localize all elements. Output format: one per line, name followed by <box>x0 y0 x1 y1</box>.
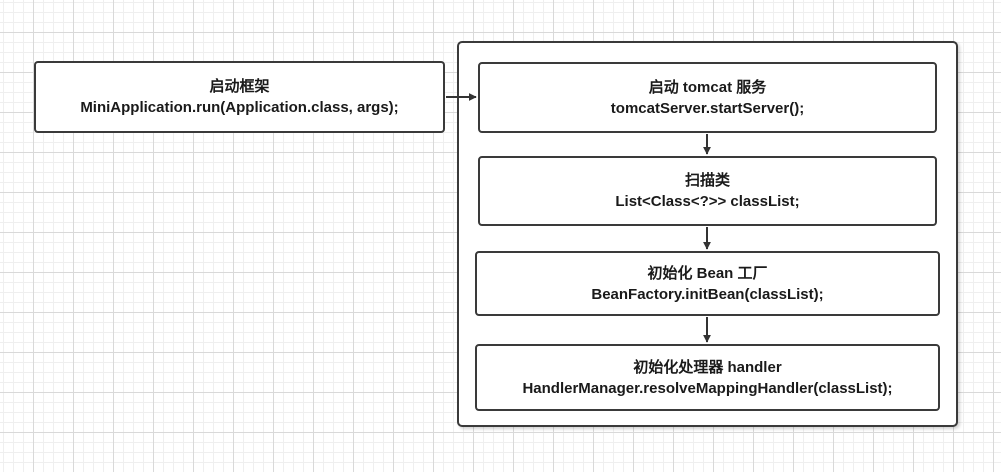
node-launch-framework: 启动框架 MiniApplication.run(Application.cla… <box>34 61 445 133</box>
node-init-handler: 初始化处理器 handler HandlerManager.resolveMap… <box>475 344 940 411</box>
node-start-tomcat-code: tomcatServer.startServer(); <box>610 99 805 117</box>
node-launch-framework-code: MiniApplication.run(Application.class, a… <box>80 99 399 116</box>
node-init-bean-factory: 初始化 Bean 工厂 BeanFactory.initBean(classLi… <box>475 251 940 316</box>
node-scan-classes: 扫描类 List<Class<?>> classList; <box>478 156 937 226</box>
node-init-handler-title: 初始化处理器 handler <box>633 358 782 376</box>
node-scan-classes-title: 扫描类 <box>684 172 730 189</box>
node-scan-classes-code: List<Class<?>> classList; <box>615 193 800 210</box>
node-init-handler-code: HandlerManager.resolveMappingHandler(cla… <box>522 379 893 397</box>
node-launch-framework-title: 启动框架 <box>209 78 270 95</box>
node-init-bean-factory-title: 初始化 Bean 工厂 <box>647 264 768 282</box>
node-start-tomcat-title: 启动 tomcat 服务 <box>648 78 767 96</box>
node-init-bean-factory-code: BeanFactory.initBean(classList); <box>591 285 824 303</box>
node-start-tomcat: 启动 tomcat 服务 tomcatServer.startServer(); <box>478 62 937 133</box>
